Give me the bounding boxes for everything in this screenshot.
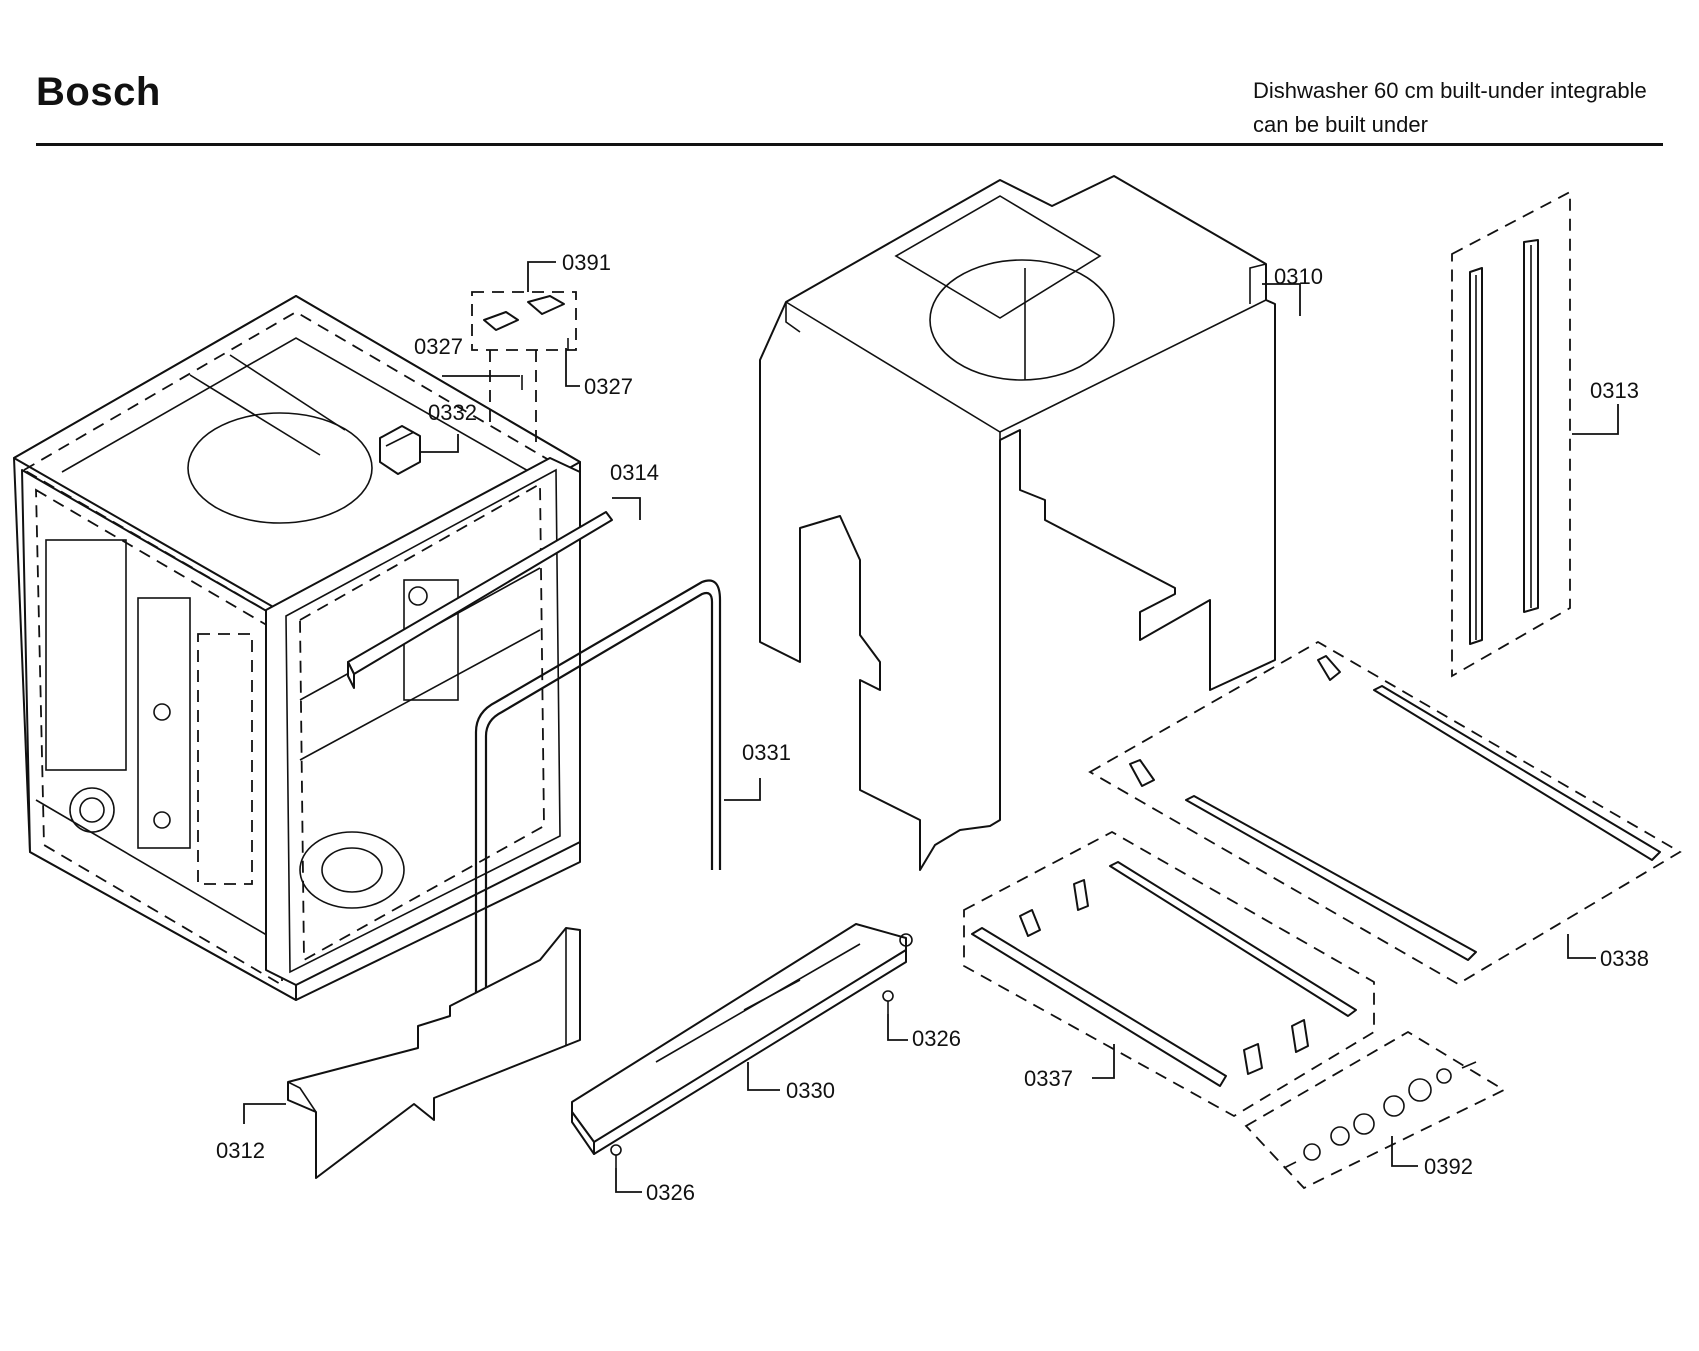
- part-0312-front-insulation: [287, 927, 581, 1179]
- label-0330: 0330: [786, 1078, 835, 1103]
- label-0313: 0313: [1590, 378, 1639, 403]
- label-0312: 0312: [216, 1138, 265, 1163]
- part-0337-slide-rail-kit: [963, 830, 1375, 1118]
- part-0326-screw-bottom: [610, 1144, 622, 1168]
- label-0327-right: 0327: [584, 374, 633, 399]
- description-line-1: Dishwasher 60 cm built-under integrable: [1253, 78, 1647, 103]
- part-0326-screw-right: [882, 990, 894, 1014]
- part-0391-bracket-kit: [471, 291, 577, 450]
- label-0332: 0332: [428, 400, 477, 425]
- label-0310: 0310: [1274, 264, 1323, 289]
- part-0330-base-tray: [571, 923, 913, 1155]
- label-0391: 0391: [562, 250, 611, 275]
- part-0313-side-trim-set: [1451, 190, 1571, 678]
- part-0310-insulation-cover: [759, 175, 1276, 871]
- label-0338: 0338: [1600, 946, 1649, 971]
- dishwasher-tub-assembly: [13, 295, 581, 1001]
- part-0332-hinge-latch: [379, 425, 421, 475]
- header-rule: [36, 143, 1663, 146]
- label-0392: 0392: [1424, 1154, 1473, 1179]
- description-line-2: can be built under: [1253, 112, 1428, 137]
- label-0331: 0331: [742, 740, 791, 765]
- model-description: Dishwasher 60 cm built-under integrable …: [1253, 74, 1647, 142]
- brand-logo: Bosch: [36, 70, 161, 114]
- part-0338-slide-rail-kit: [1088, 640, 1682, 986]
- callouts: 0310 0313 0314 0331 0332 0391 0327 0327 …: [216, 250, 1649, 1205]
- label-0314: 0314: [610, 460, 659, 485]
- label-0327-left: 0327: [414, 334, 463, 359]
- part-0392-hardware-kit: [1244, 1030, 1506, 1190]
- part-0331-door-gasket: [474, 579, 722, 1020]
- part-0314-rail: [347, 511, 613, 689]
- label-0337: 0337: [1024, 1066, 1073, 1091]
- label-0326-bottom: 0326: [646, 1180, 695, 1205]
- label-0326-right: 0326: [912, 1026, 961, 1051]
